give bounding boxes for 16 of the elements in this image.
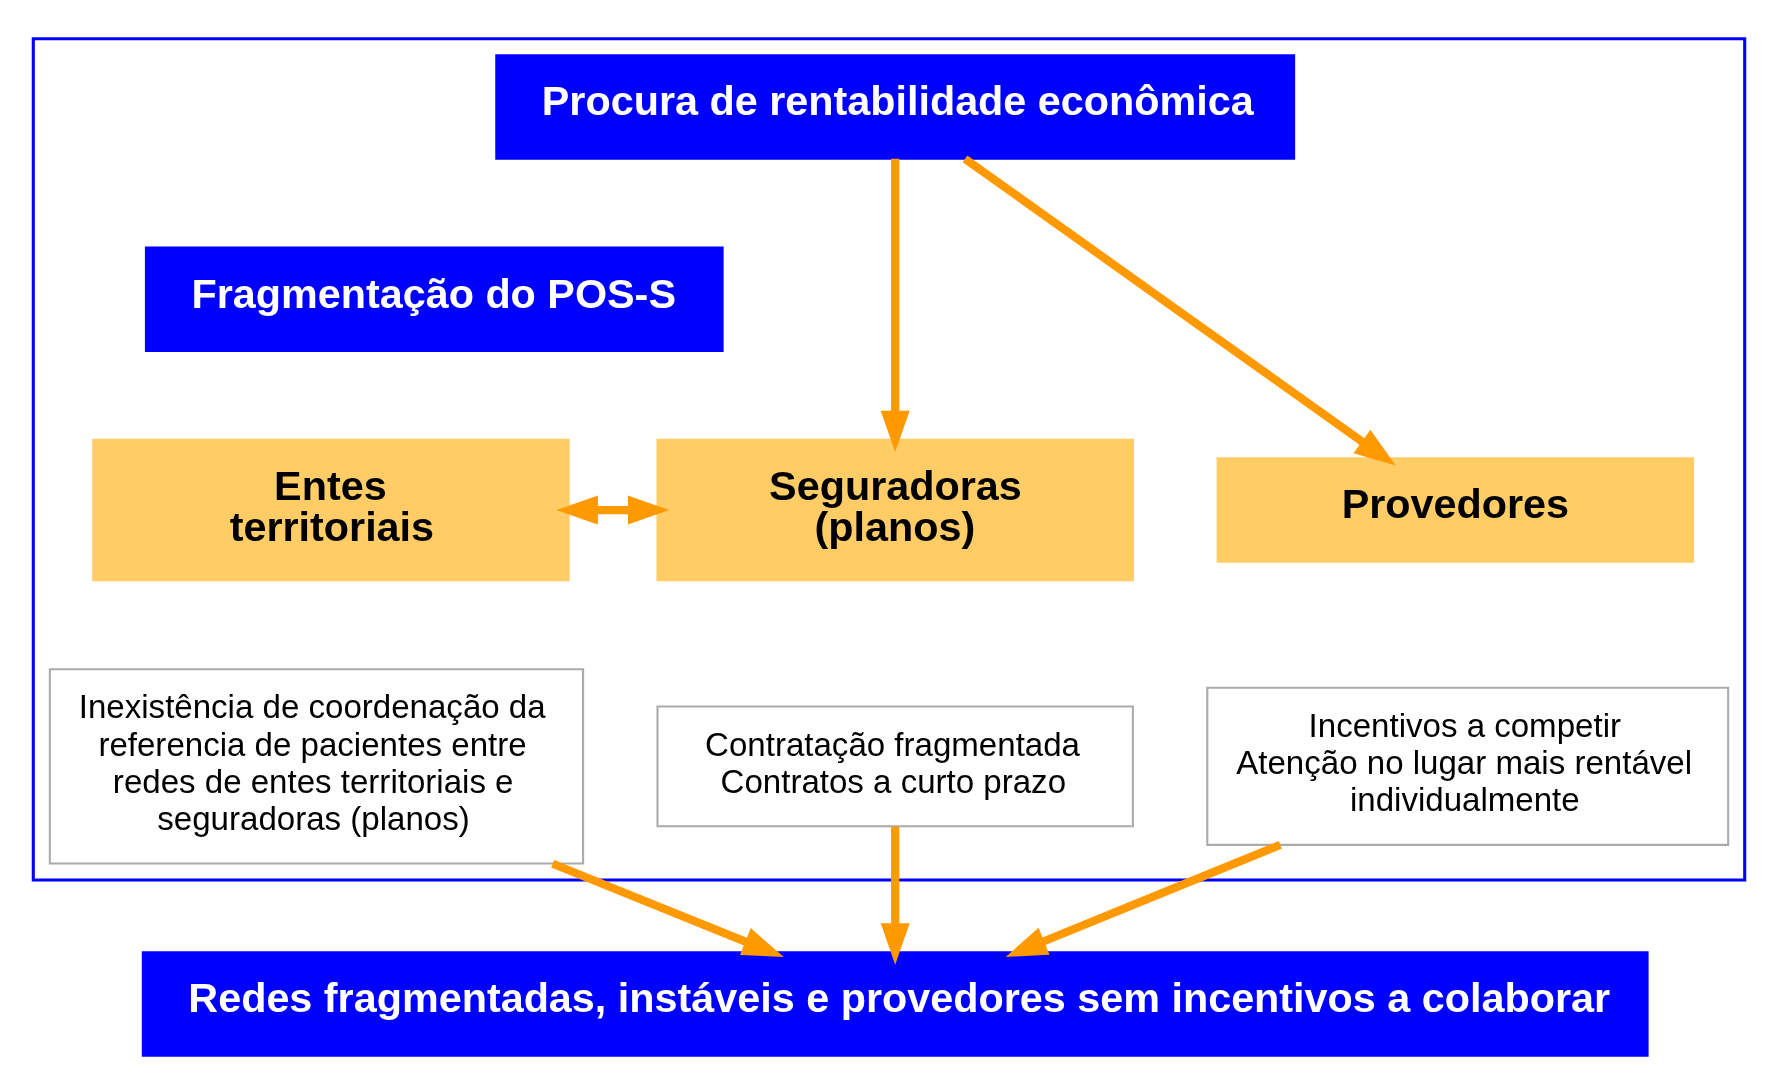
cluster: [31, 37, 1747, 882]
node-box: Incentivos a competir Atenção no lugar mais rentável individualmente: [1206, 686, 1730, 846]
node-box: Redes fragmentadas, instáveis e provedores sem incentivos a colaborar: [141, 951, 1649, 1057]
node-box: Procura de rentabilidade econômica: [495, 54, 1296, 160]
arrow: [556, 495, 670, 525]
node-box: Seguradoras (planos): [656, 438, 1134, 582]
node-box: Inexistência de coordenação da referencia de pacientes entre redes de entes territoriais e seguradoras (planos): [48, 668, 585, 865]
arrow: [880, 826, 910, 965]
arrow: [551, 859, 784, 958]
node-box: Contratação fragmentada Contratos a curto prazo: [656, 705, 1134, 828]
arrow: [1005, 841, 1282, 957]
arrow: [880, 158, 910, 453]
arrow: [962, 155, 1396, 466]
node-box: Entes territoriais: [92, 438, 570, 582]
node-box: Fragmentação do POS-S: [144, 246, 724, 352]
node-box: Provedores: [1216, 457, 1695, 563]
